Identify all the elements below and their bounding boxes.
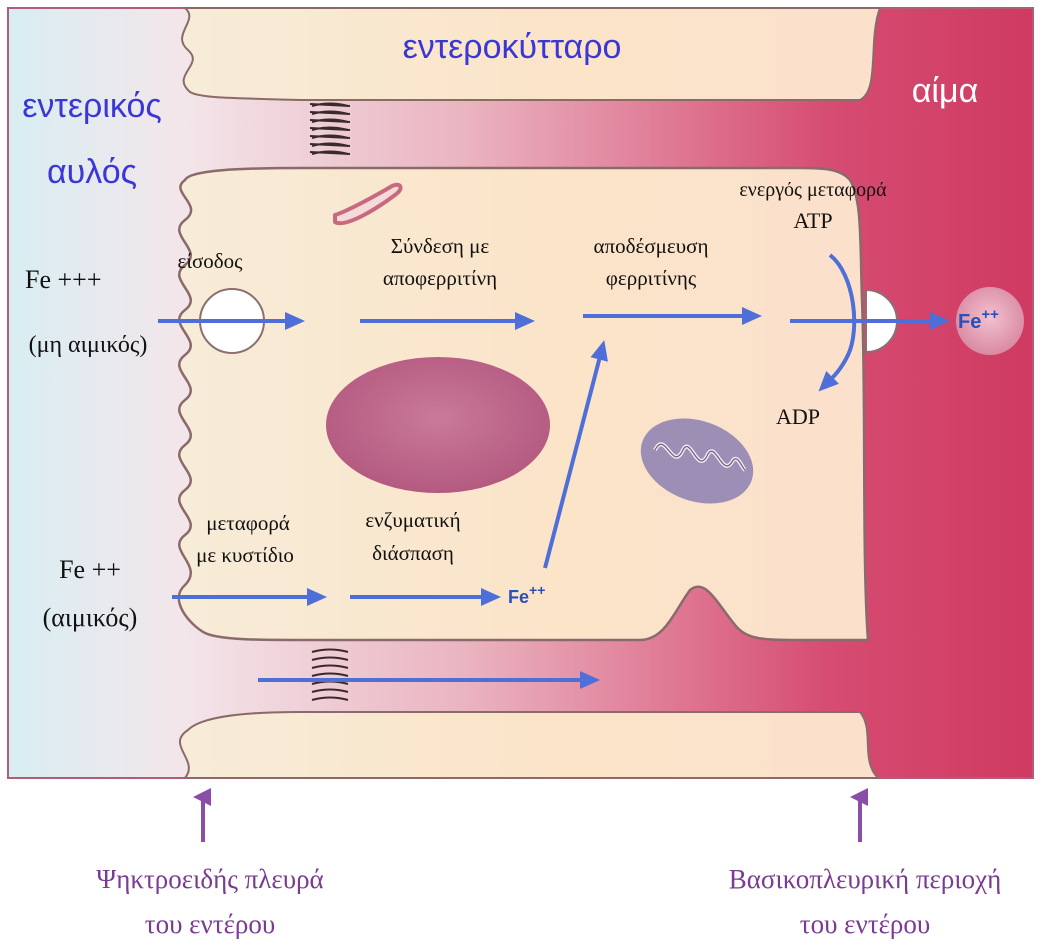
caption-apical-line2: του εντέρου: [145, 909, 276, 939]
label-release-line2: φερριτίνης: [606, 266, 697, 290]
label-enzymatic-line1: ενζυματική: [365, 508, 460, 532]
label-vesicle-line2: με κυστίδιο: [196, 543, 294, 567]
label-enzymatic-line2: διάσπαση: [372, 541, 454, 565]
nucleus: [326, 357, 550, 493]
label-enterocyte: εντεροκύτταρο: [403, 28, 622, 66]
label-binding-line2: αποφερριτίνη: [383, 266, 497, 290]
label-non-heme: (μη αιμικός): [29, 332, 148, 358]
label-fe3: Fe +++: [25, 265, 102, 294]
label-entry: είσοδος: [178, 249, 244, 273]
label-fe2-blood-base: Fe: [958, 311, 981, 333]
label-active-transport: ενεργός μεταφορά: [739, 179, 887, 201]
caption-apical-line1: Ψηκτροειδής πλευρά: [96, 864, 323, 894]
label-adp: ADP: [776, 404, 820, 429]
label-atp: ATP: [793, 208, 832, 233]
label-release-line1: αποδέσμευση: [594, 234, 709, 258]
caption-basolateral-line2: του εντέρου: [800, 909, 931, 939]
label-lumen-line1: εντερικός: [22, 87, 162, 125]
label-fe2: Fe ++: [59, 555, 121, 584]
lower-neighbor-cell: [180, 712, 878, 778]
label-fe2-cell-base: Fe: [508, 587, 529, 607]
label-binding-line1: Σύνδεση με: [391, 234, 490, 258]
label-lumen-line2: αυλός: [47, 153, 137, 191]
label-fe2-blood-sup: ++: [981, 306, 999, 323]
label-heme: (αιμικός): [43, 603, 138, 632]
label-blood: αίμα: [912, 72, 978, 110]
label-fe2-cell-sup: ++: [529, 582, 545, 598]
caption-basolateral-line1: Βασικοπλευρική περιοχή: [729, 864, 1001, 894]
label-vesicle-line1: μεταφορά: [206, 511, 290, 535]
